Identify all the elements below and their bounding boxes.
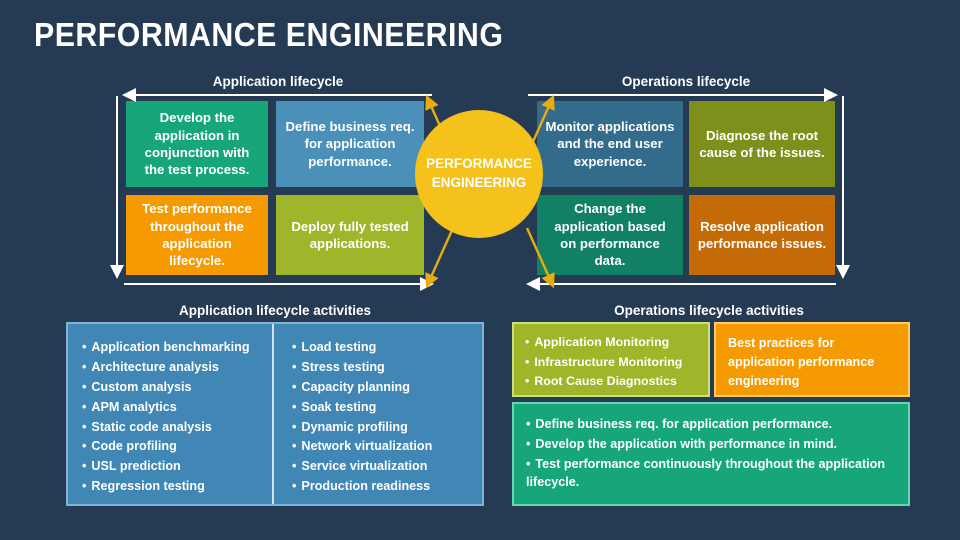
app-box-deploy[interactable]: Deploy fully tested applications. [276,195,424,275]
list-item: Dynamic profiling [292,418,482,438]
application-activities-heading: Application lifecycle activities [178,303,372,318]
list-item: Application benchmarking [82,338,272,358]
app-box-test[interactable]: Test performance throughout the applicat… [126,195,268,275]
operations-monitoring-panel: Application Monitoring Infrastructure Mo… [512,322,710,397]
operations-practices-list: Define business req. for application per… [526,415,908,491]
operations-practices-panel: Define business req. for application per… [512,402,910,506]
list-item: Infrastructure Monitoring [525,353,708,373]
list-item: Service virtualization [292,457,482,477]
list-item: Static code analysis [82,418,272,438]
list-item: Root Cause Diagnostics [525,372,708,392]
list-item: Load testing [292,338,482,358]
list-item: Soak testing [292,398,482,418]
page-title: PERFORMANCE ENGINEERING [34,16,504,53]
list-item: Develop the application with performance… [526,435,908,455]
list-item: Network virtualization [292,437,482,457]
ops-box-change[interactable]: Change the application based on performa… [537,195,683,275]
performance-engineering-hub[interactable]: PERFORMANCE ENGINEERING [415,110,543,238]
ops-box-monitor[interactable]: Monitor applications and the end user ex… [537,101,683,187]
list-item: Define business req. for application per… [526,415,908,435]
list-item: APM analytics [82,398,272,418]
list-item: Production readiness [292,477,482,497]
list-item: Code profiling [82,437,272,457]
application-activities-column-left: Application benchmarking Architecture an… [68,324,272,504]
app-box-define[interactable]: Define business req. for application per… [276,101,424,187]
list-item: Test performance continuously throughout… [526,455,886,492]
list-item: Custom analysis [82,378,272,398]
app-box-develop[interactable]: Develop the application in conjunction w… [126,101,268,187]
ops-box-resolve[interactable]: Resolve application performance issues. [689,195,835,275]
list-item: Capacity planning [292,378,482,398]
list-item: Stress testing [292,358,482,378]
application-activities-panel: Application benchmarking Architecture an… [66,322,484,506]
hub-line-2: ENGINEERING [431,175,527,190]
list-item: Application Monitoring [525,333,708,353]
list-item: Regression testing [82,477,272,497]
operations-monitoring-list: Application Monitoring Infrastructure Mo… [525,333,708,392]
list-item: Architecture analysis [82,358,272,378]
best-practices-panel: Best practices for application performan… [714,322,910,397]
operations-activities-heading: Operations lifecycle activities [614,303,804,318]
hub-line-1: PERFORMANCE [426,156,532,172]
list-item: USL prediction [82,457,272,477]
application-lifecycle-heading: Application lifecycle [212,74,344,89]
ops-box-diagnose[interactable]: Diagnose the root cause of the issues. [689,101,835,187]
operations-lifecycle-heading: Operations lifecycle [621,74,751,89]
application-activities-column-right: Load testing Stress testing Capacity pla… [272,324,482,504]
